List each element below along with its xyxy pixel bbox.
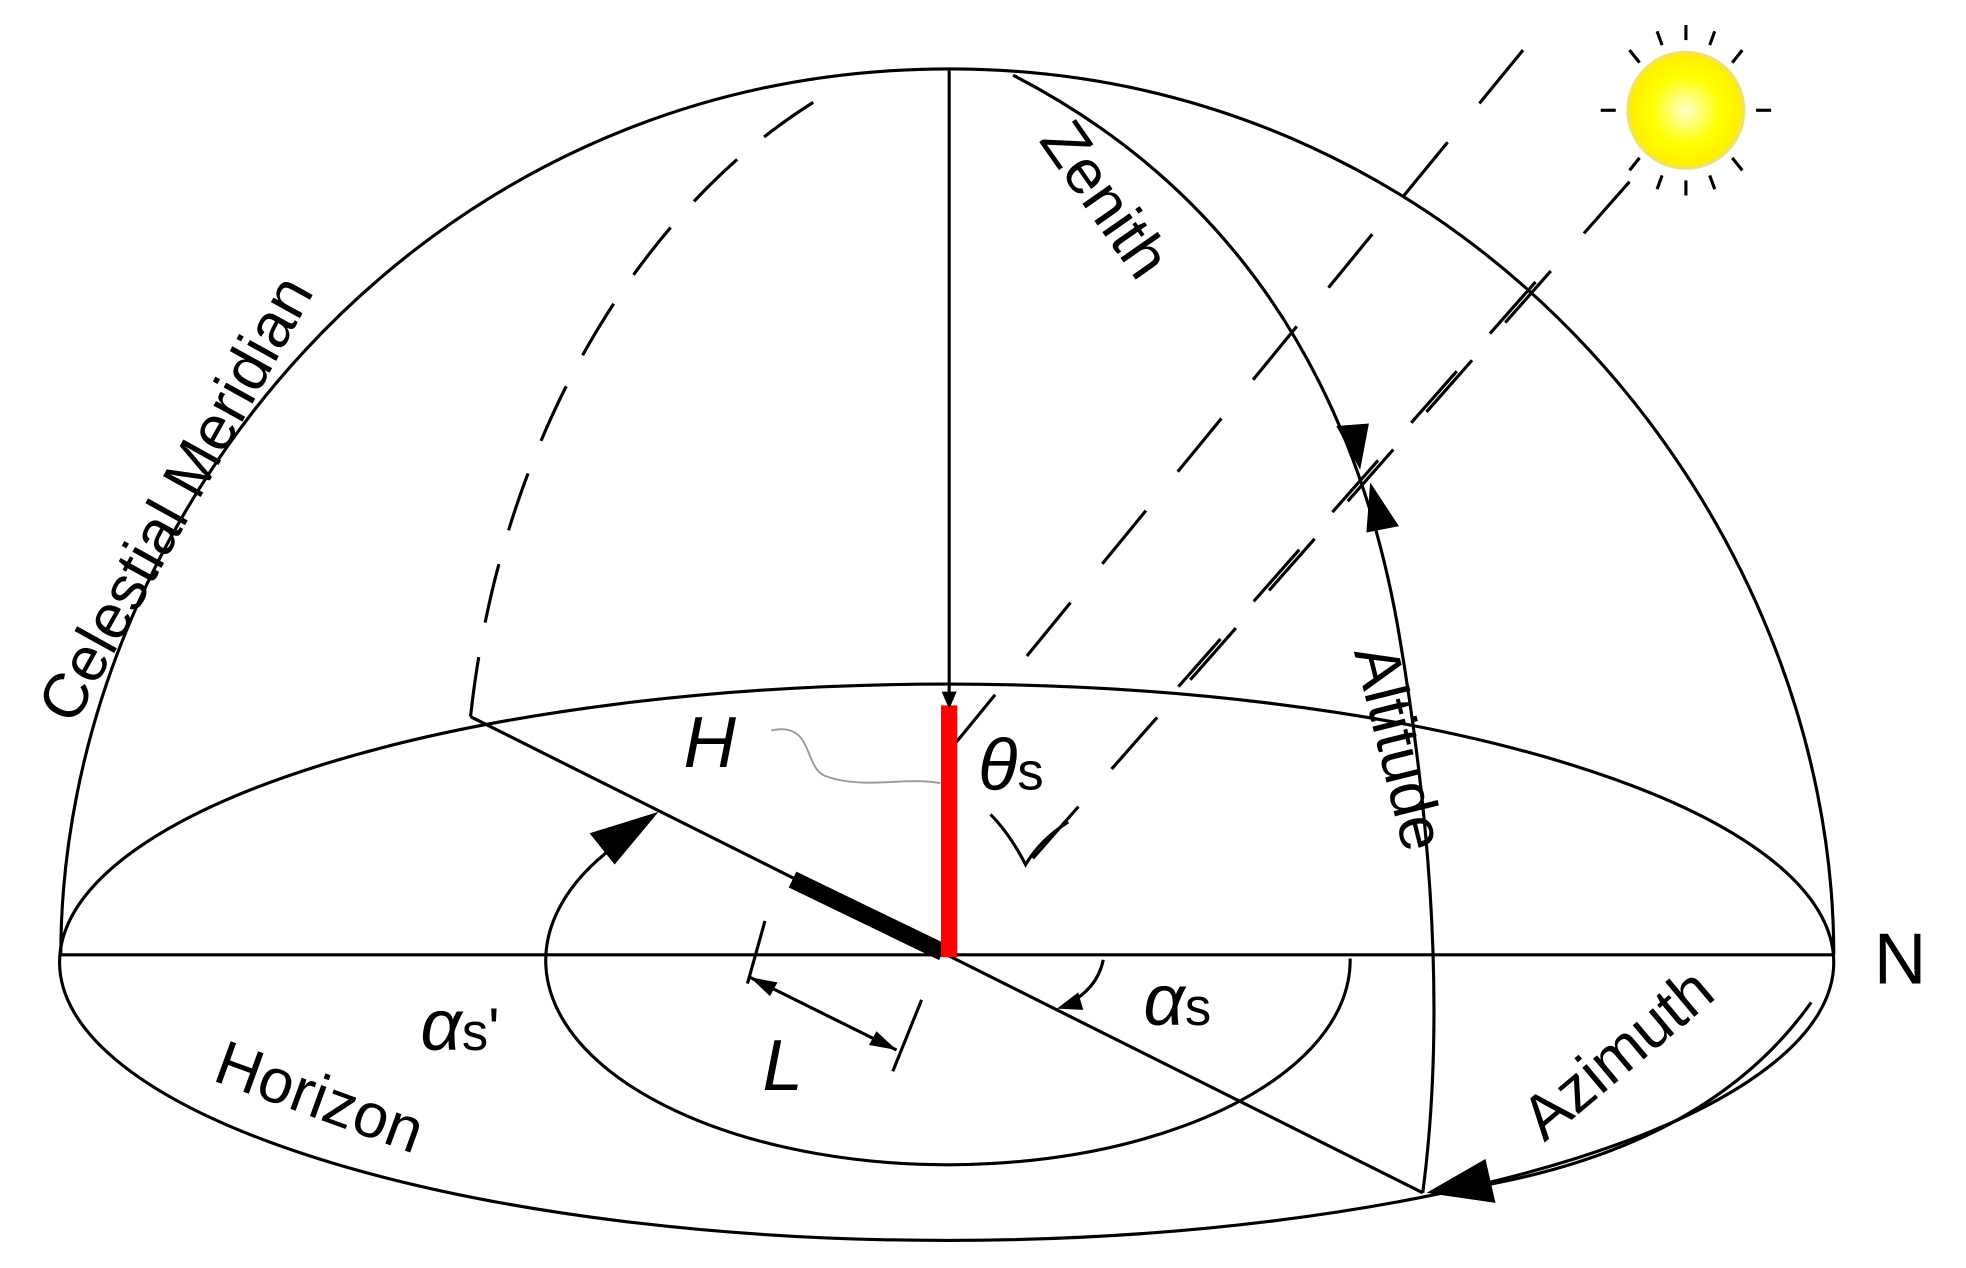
azimuth-arrowhead (1426, 1158, 1496, 1203)
theta-angle-arc (989, 813, 1070, 868)
height-label: H (684, 702, 737, 783)
north-label: N (1874, 919, 1926, 1000)
altitude-label: Altitude (1340, 638, 1458, 858)
horizon-ellipse (57, 682, 1836, 1243)
altitude-arrow-down (1336, 423, 1369, 470)
length-arrow-right (868, 1031, 897, 1050)
length-label: L (762, 1025, 802, 1106)
inner-arc-arrowhead (589, 811, 659, 865)
celestial-dome (59, 67, 1836, 955)
azimuth-arc (1453, 1001, 1813, 1192)
sun-icon (1600, 25, 1772, 196)
inner-azimuth-arc (544, 831, 1352, 1167)
length-dimension (749, 975, 898, 1052)
theta-s-label: θs (978, 724, 1044, 805)
sun-rays-dashed (926, 49, 1631, 872)
celestial-meridian-label: Celestial Meridian (24, 264, 327, 733)
length-arrow-left (749, 977, 778, 997)
alpha-arrowhead (1056, 992, 1084, 1010)
zenith-label: Zenith (1027, 108, 1184, 291)
height-leader (771, 728, 941, 785)
pole-shadow (788, 871, 947, 961)
horizon-label: Horizon (206, 1027, 433, 1167)
azimuth-label: Azimuth (1508, 954, 1726, 1153)
alpha-s-label: αs (1143, 960, 1211, 1041)
length-tick-right (891, 999, 924, 1072)
altitude-arrow-up (1366, 482, 1399, 533)
meridian-dashed-arc (468, 83, 844, 717)
alpha-s-prime-label: αs' (420, 985, 499, 1066)
zenith-arrow (941, 691, 957, 710)
length-tick-left (745, 920, 767, 984)
arrowheads (589, 423, 1496, 1203)
zenith-altitude-arc (1012, 73, 1436, 1194)
